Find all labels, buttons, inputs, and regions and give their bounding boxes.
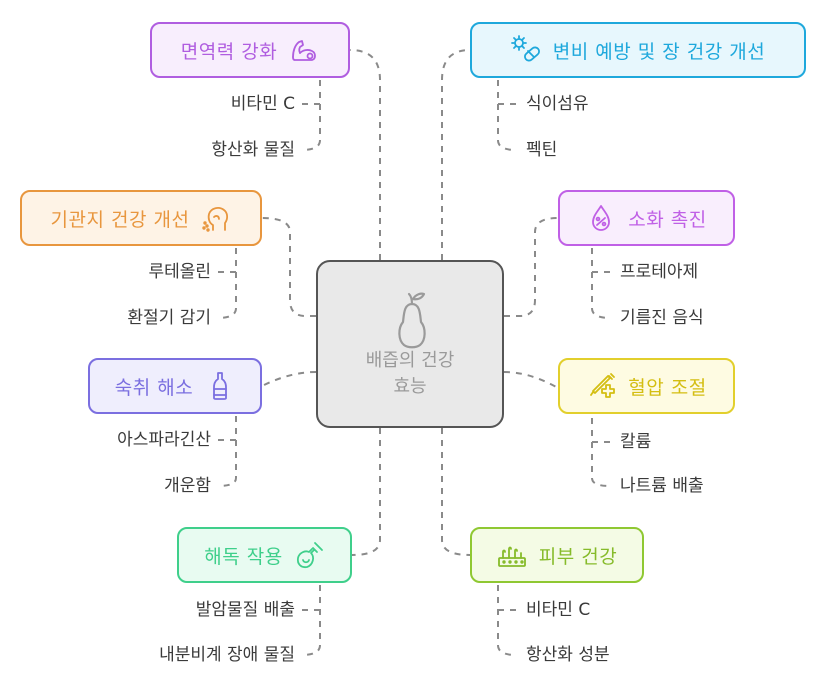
node-hangover-label: 숙취 해소 [114, 376, 194, 399]
node-skin[interactable]: 피부 건강 [470, 527, 644, 583]
node-digestion-label: 소화 촉진 [628, 208, 707, 231]
leaf-immunity-1: 비타민 C [230, 94, 295, 114]
node-hangover[interactable]: 숙취 해소 [88, 358, 262, 414]
node-constipation-label: 변비 예방 및 장 건강 개선 [552, 40, 766, 63]
leaf-hangover-1: 아스파라긴산 [117, 430, 211, 450]
node-bronchi[interactable]: 기관지 건강 개선 [20, 190, 262, 246]
leaf-hangover-2: 개운함 [164, 476, 211, 496]
leaf-digestion-2: 기름진 음식 [620, 308, 704, 328]
leaf-blood-pressure-2: 나트륨 배출 [620, 476, 704, 496]
node-blood-pressure-label: 혈압 조절 [628, 376, 707, 399]
node-immunity-label: 면역력 강화 [180, 40, 278, 63]
pear-icon [398, 292, 426, 349]
leaf-bronchi-2: 환절기 감기 [127, 308, 211, 328]
flask-icon [295, 540, 325, 570]
pill-icon [510, 35, 541, 65]
leaf-constipation-1: 식이섬유 [526, 94, 589, 114]
center-topic: 배즙의 건강 효능 [316, 260, 504, 428]
node-constipation[interactable]: 변비 예방 및 장 건강 개선 [470, 22, 806, 78]
center-title-line2: 효능 [393, 376, 427, 397]
syringe-plus-icon [586, 371, 616, 401]
node-detox-label: 해독 작용 [204, 545, 283, 568]
node-bronchi-label: 기관지 건강 개선 [50, 208, 190, 231]
node-blood-pressure[interactable]: 혈압 조절 [558, 358, 735, 414]
leaf-digestion-1: 프로테아제 [620, 262, 699, 282]
head-breath-icon [201, 203, 231, 233]
skin-layer-icon [497, 540, 527, 570]
leaf-immunity-2: 항산화 물질 [211, 140, 295, 160]
node-immunity[interactable]: 면역력 강화 [150, 22, 350, 78]
node-digestion[interactable]: 소화 촉진 [558, 190, 735, 246]
leaf-detox-1: 발암물질 배출 [195, 600, 295, 620]
node-detox[interactable]: 해독 작용 [177, 527, 352, 583]
flexed-arm-icon [289, 35, 319, 65]
leaf-skin-1: 비타민 C [526, 600, 591, 620]
leaf-skin-2: 항산화 성분 [526, 645, 610, 665]
percent-drop-icon [586, 203, 616, 233]
node-skin-label: 피부 건강 [538, 545, 618, 568]
leaf-bronchi-1: 루테올린 [148, 262, 211, 282]
center-title-line1: 배즙의 건강 [365, 350, 455, 371]
bottle-icon [205, 371, 235, 401]
leaf-constipation-2: 펙틴 [526, 140, 558, 160]
leaf-detox-2: 내분비계 장애 물질 [159, 645, 295, 665]
leaf-blood-pressure-1: 칼륨 [620, 432, 652, 452]
